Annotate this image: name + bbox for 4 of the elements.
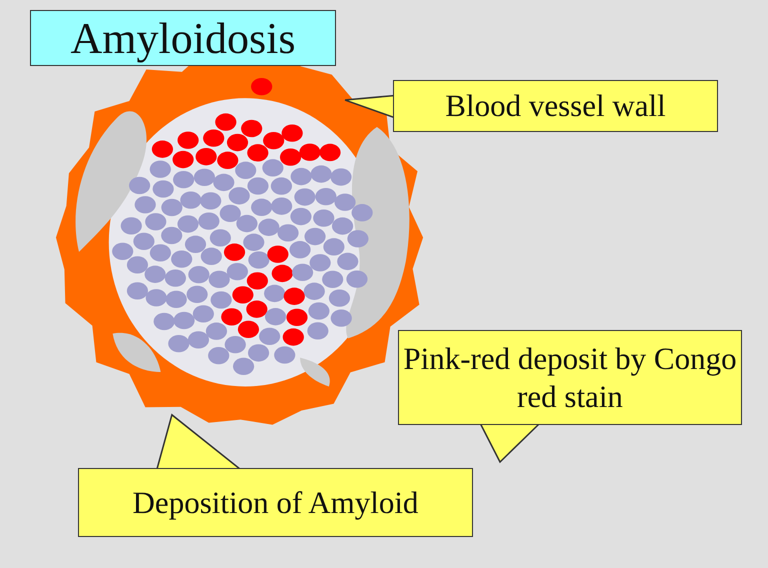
callout-pointer [156, 414, 242, 470]
title: Amyloidosis [30, 10, 336, 66]
callout-label: Blood vessel wall [393, 80, 718, 132]
callout-pointer [344, 94, 395, 118]
